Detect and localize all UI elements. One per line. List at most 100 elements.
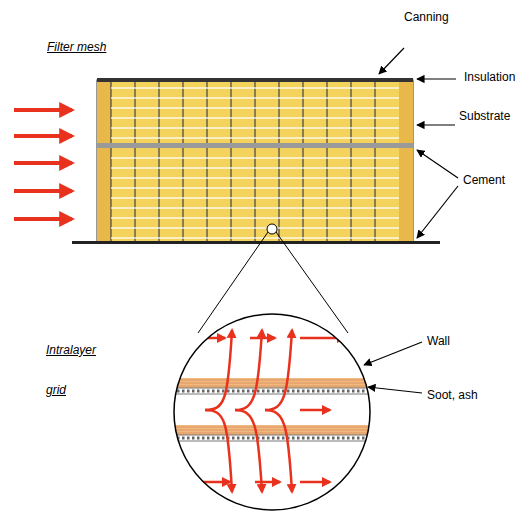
soot-edge [170,388,375,389]
channel-line [111,87,399,89]
part-label: Insulation [464,70,515,84]
soot-dot [172,390,175,393]
soot-dot [372,437,375,440]
soot-dot [317,437,320,440]
soot-dot [307,390,310,393]
soot-dot [212,437,215,440]
soot-dot [357,390,360,393]
soot-edge [170,441,375,442]
soot-dot [277,390,280,393]
soot-dot [202,437,205,440]
section-title: Intralayer grid [46,330,110,410]
soot-dot [362,390,365,393]
soot-dot [292,437,295,440]
soot-dot [352,437,355,440]
soot-dot [207,437,210,440]
part-label: Cement [463,173,505,187]
soot-dot [347,390,350,393]
base-line [72,241,440,244]
soot-dot [197,390,200,393]
soot-dot [327,390,330,393]
soot-dot [267,437,270,440]
soot-dot [352,390,355,393]
cement-layer [97,143,413,148]
soot-dot [312,390,315,393]
soot-dot [277,437,280,440]
soot-dot [192,437,195,440]
part-label: Substrate [459,109,510,123]
channel-line [111,227,399,229]
soot-dot [217,437,220,440]
soot-dot [172,437,175,440]
soot-dot [217,390,220,393]
channel-line [111,217,399,219]
canning-line [97,78,413,82]
part-label: Canning [404,10,449,24]
channel-line [111,187,399,189]
soot-edge [170,394,375,395]
channel-line [111,207,399,209]
wall-stripe [170,427,375,428]
insulation-band [97,80,111,243]
soot-dot [207,390,210,393]
soot-dot [232,390,235,393]
soot-dot [312,437,315,440]
part-label: Soot, ash [427,388,478,402]
soot-dot [362,437,365,440]
soot-dot [247,390,250,393]
soot-dot [177,390,180,393]
wall-stripe [170,386,375,387]
channel-line [111,97,399,99]
soot-dot [322,437,325,440]
insulation-band [399,80,413,243]
soot-dot [202,390,205,393]
soot-dot [237,437,240,440]
channel-line [111,177,399,179]
soot-dot [337,390,340,393]
channel-line [111,107,399,109]
soot-dot [322,390,325,393]
soot-dot [332,390,335,393]
channel-line [111,167,399,169]
soot-dot [262,390,265,393]
soot-dot [297,390,300,393]
soot-dot [357,437,360,440]
soot-dot [372,390,375,393]
channel-line [111,237,399,239]
soot-edge [170,435,375,436]
soot-dot [242,437,245,440]
channel-line [111,137,399,139]
zoom-circle [170,310,375,515]
soot-dot [262,437,265,440]
soot-dot [187,437,190,440]
section-title: Filter mesh [47,40,106,54]
soot-dot [247,437,250,440]
channel-line [111,157,399,159]
leader-lines [364,48,458,393]
soot-dot [212,390,215,393]
soot-dot [342,437,345,440]
soot-dot [252,437,255,440]
soot-dot [237,390,240,393]
soot-dot [187,390,190,393]
soot-dot [302,437,305,440]
soot-dot [307,437,310,440]
soot-dot [332,437,335,440]
soot-dot [182,437,185,440]
soot-dot [272,390,275,393]
soot-dot [192,390,195,393]
soot-dot [347,437,350,440]
soot-dot [222,390,225,393]
soot-dot [342,390,345,393]
soot-dot [287,390,290,393]
wall-stripe [170,383,375,384]
filter-body [72,78,440,244]
soot-dot [242,390,245,393]
wall-stripe [170,430,375,431]
soot-dot [282,437,285,440]
soot-dot [327,437,330,440]
part-label: Wall [427,334,450,348]
wall-stripe [170,380,375,381]
